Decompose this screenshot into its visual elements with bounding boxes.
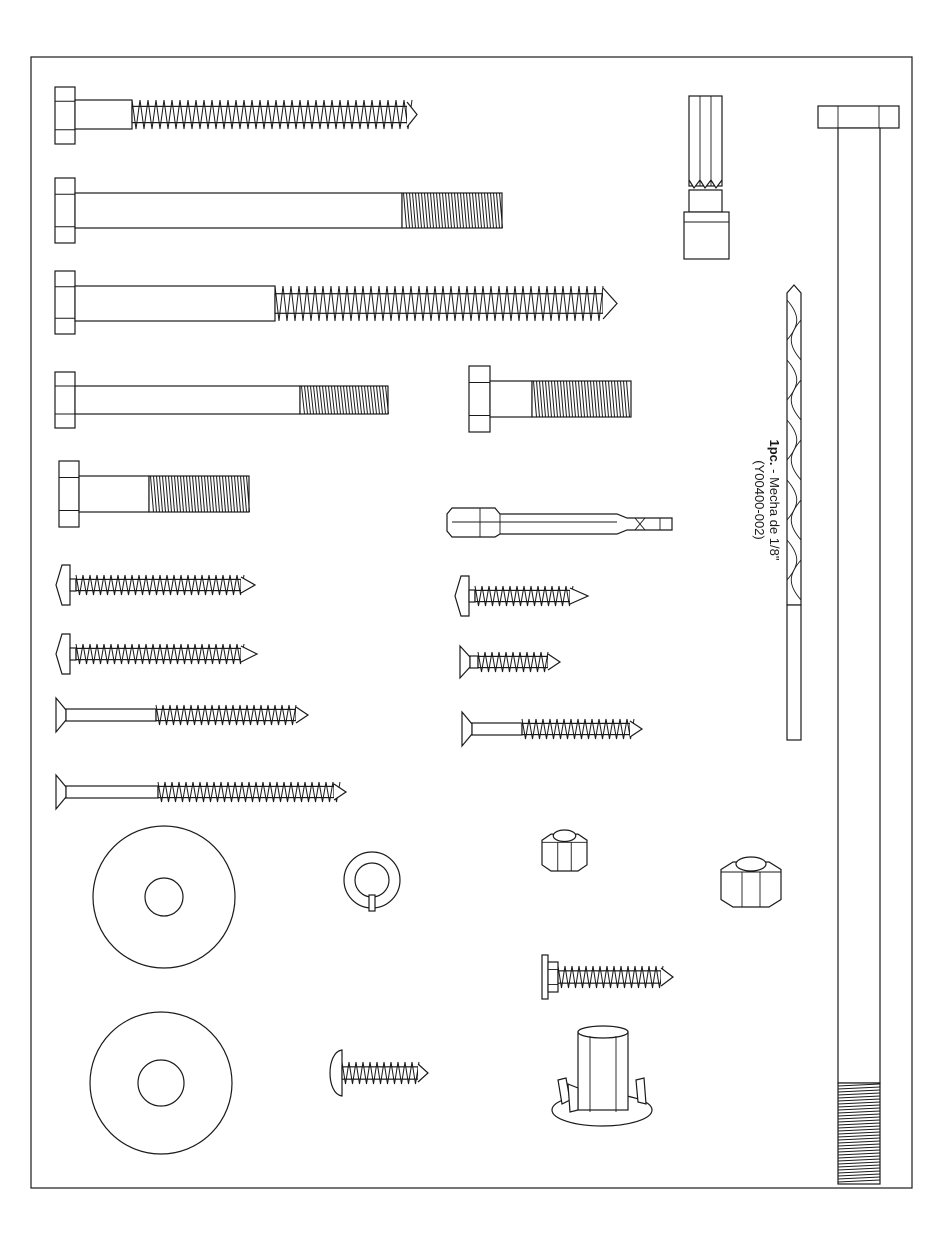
lock-washer-icon: [344, 852, 400, 911]
flat-head-screw-icon: [56, 698, 308, 732]
hex-bolt-icon: [59, 461, 250, 527]
drill-bit-part-number: (Y00400-002): [752, 440, 767, 561]
driver-bit-icon: [447, 508, 672, 537]
flat-washer-icon: [93, 826, 235, 968]
lag-bolt-icon: [55, 87, 417, 144]
lock-nut-icon: [542, 830, 587, 871]
lag-bolt-icon: [55, 271, 617, 334]
hex-socket-bit-icon: [684, 96, 729, 259]
drill-bit-name: Mecha de 1/8": [767, 477, 782, 560]
hex-bolt-icon: [55, 372, 389, 428]
flat-washer-icon: [90, 1012, 232, 1154]
washer-head-screw-icon: [542, 955, 673, 999]
pan-head-screw-icon: [56, 634, 257, 674]
pan-head-screw-icon: [56, 565, 255, 605]
flat-head-screw-icon: [460, 646, 560, 678]
drill-bit-icon: [787, 285, 801, 740]
flat-head-screw-icon: [462, 712, 642, 746]
lock-nut-icon: [721, 857, 781, 907]
drill-bit-quantity: 1pc.: [767, 440, 782, 466]
flat-head-screw-icon: [56, 775, 346, 809]
pan-head-screw-icon: [455, 576, 588, 616]
truss-head-screw-icon: [330, 1050, 428, 1096]
drill-bit-separator: -: [767, 466, 782, 478]
hex-bolt-icon: [55, 178, 503, 243]
tee-nut-icon: [552, 1026, 652, 1126]
long-hex-bolt-icon: [818, 106, 899, 1184]
hex-bolt-icon: [469, 366, 631, 432]
